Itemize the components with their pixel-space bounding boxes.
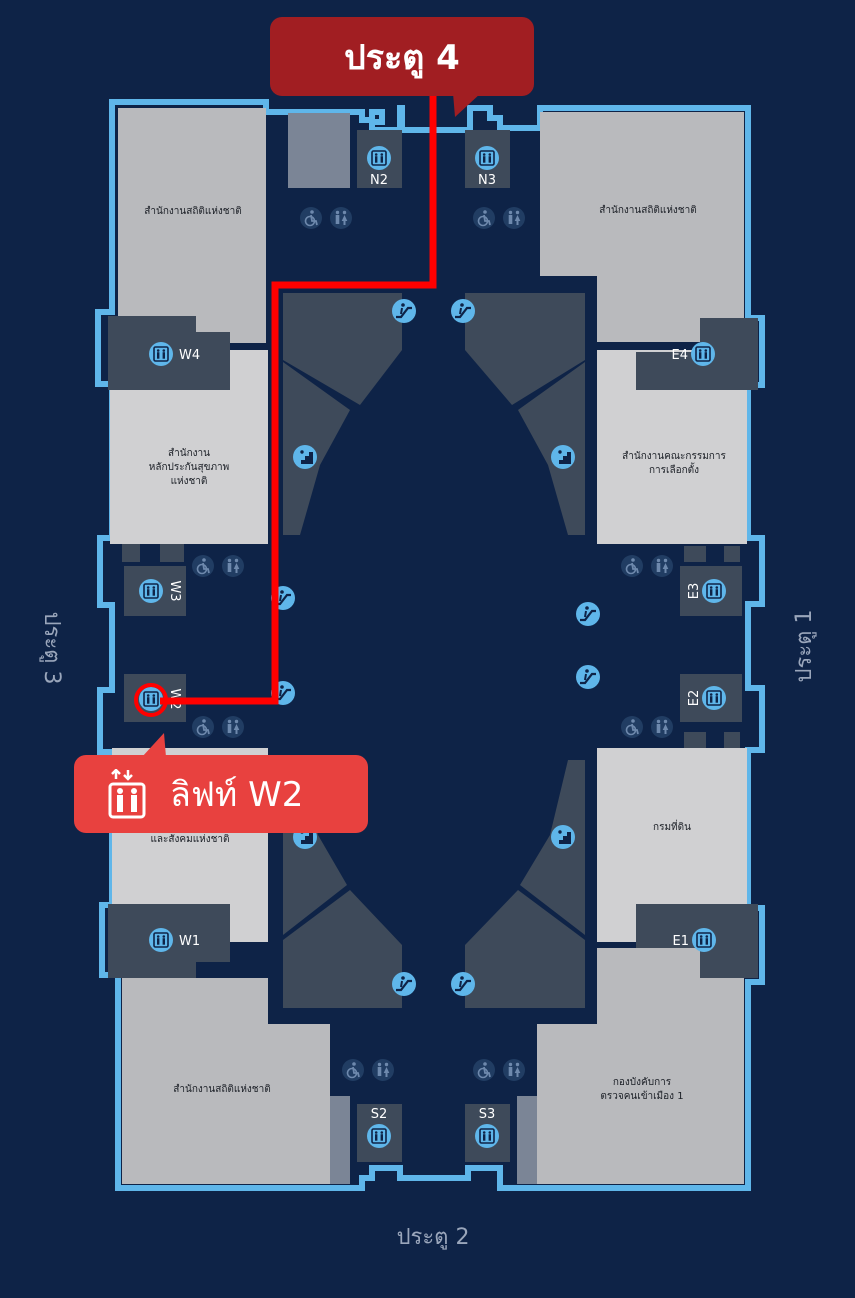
lift-icon-w1	[148, 927, 174, 953]
core-w3-top	[122, 544, 140, 562]
stairs-icon	[293, 445, 317, 469]
core-w3-top2	[160, 544, 184, 562]
wheelchair-icon	[191, 554, 215, 578]
lift-callout: ลิฟท์ W2	[74, 733, 368, 833]
room-label-e-upper-2: การเลือกตั้ง	[649, 462, 699, 476]
lift-icon-e1	[691, 927, 717, 953]
gate-label-west: ประตู 3	[39, 612, 64, 685]
core-e3-top2	[724, 546, 740, 562]
room-label-e-lower: กรมที่ดิน	[653, 819, 691, 833]
route-destination-marker	[134, 683, 168, 717]
lift-icon-e3	[701, 578, 727, 604]
core-e2-bot2	[724, 732, 740, 748]
restroom-icon	[651, 555, 673, 577]
room-nw	[118, 108, 266, 343]
room-label-sw: สำนักงานสถิติแห่งชาติ	[173, 1084, 270, 1095]
restroom-icon	[222, 555, 244, 577]
escalator-icon	[449, 297, 477, 325]
stairs-icon	[551, 825, 575, 849]
restroom-icon	[503, 207, 525, 229]
lift-callout-label: ลิฟท์ W2	[170, 775, 304, 815]
room-label-e-upper-1: สำนักงานคณะกรรมการ	[622, 451, 726, 462]
lift-label-n3: N3	[478, 173, 496, 188]
wheelchair-icon	[472, 206, 496, 230]
lift-label-e3: E3	[687, 583, 702, 600]
lift-label-n2: N2	[370, 173, 388, 188]
strip-sw	[330, 1096, 350, 1184]
building-outline	[95, 99, 765, 1191]
room-label-nw: สำนักงานสถิติแห่งชาติ	[144, 206, 241, 217]
room-label-se-1: กองบังคับการ	[613, 1077, 672, 1088]
stairs-icon	[551, 445, 575, 469]
room-label-ne: สำนักงานสถิติแห่งชาติ	[599, 205, 696, 216]
lift-icon-w2	[138, 686, 164, 712]
wheelchair-icon	[620, 554, 644, 578]
escalator-icon	[574, 600, 602, 628]
wheelchair-icon	[472, 1058, 496, 1082]
core-nw-dark	[288, 113, 350, 188]
wheelchair-icon	[191, 715, 215, 739]
room-sw	[122, 978, 330, 1184]
wheelchair-icon	[341, 1058, 365, 1082]
room-label-se-2: ตรวจคนเข้าเมือง 1	[600, 1090, 683, 1102]
lift-label-w3: W3	[167, 580, 182, 601]
atrium-slab-sw	[283, 890, 402, 1008]
atrium-slab-ne	[465, 293, 585, 405]
lift-label-s2: S2	[371, 1107, 388, 1122]
atrium-wing-ene	[518, 362, 585, 535]
escalator-icon	[574, 663, 602, 691]
lift-icon-e4	[690, 341, 716, 367]
room-label-w-upper-3: แห่งชาติ	[171, 476, 208, 487]
lift-icon-n2	[366, 145, 392, 171]
lift-label-w1: W1	[179, 934, 200, 949]
restroom-icon	[651, 716, 673, 738]
lift-label-w4: W4	[179, 348, 200, 363]
lift-icon-n3	[474, 145, 500, 171]
room-label-w-upper-1: สำนักงาน	[168, 448, 210, 459]
lift-icon	[108, 769, 146, 819]
atrium-slab-se	[465, 890, 585, 1008]
restroom-icon	[372, 1059, 394, 1081]
atrium-wing-wnw	[283, 362, 350, 535]
lift-label-e2: E2	[687, 690, 702, 707]
wheelchair-icon	[299, 206, 323, 230]
room-ne	[540, 112, 744, 342]
room-label-w-lower: และสังคมแห่งชาติ	[150, 834, 229, 845]
core-e2-bot	[684, 732, 706, 748]
destination-callout-label: ประตู 4	[344, 37, 460, 78]
lift-label-s3: S3	[479, 1107, 496, 1122]
atrium-wing-ese	[520, 760, 585, 935]
strip-se	[517, 1096, 537, 1184]
atrium-slab-nw	[283, 293, 402, 405]
destination-callout: ประตู 4	[270, 17, 534, 117]
restroom-icon	[503, 1059, 525, 1081]
room-se	[537, 948, 744, 1184]
room-label-w-upper-2: หลักประกันสุขภาพ	[149, 462, 230, 473]
wheelchair-icon	[620, 715, 644, 739]
restroom-icon	[222, 716, 244, 738]
lift-icon-e2	[701, 685, 727, 711]
gate-label-east: ประตู 1	[792, 610, 817, 683]
escalator-icon	[390, 297, 418, 325]
gate-label-south: ประตู 2	[397, 1225, 470, 1250]
lift-icon-s2	[366, 1123, 392, 1149]
core-e3-top	[684, 546, 706, 562]
restroom-icon	[330, 207, 352, 229]
lift-icon-w3	[138, 578, 164, 604]
escalator-icon	[449, 970, 477, 998]
lift-icon-s3	[474, 1123, 500, 1149]
escalator-icon	[390, 970, 418, 998]
lift-label-e4: E4	[672, 348, 689, 363]
lift-icon-w4	[148, 341, 174, 367]
route-path	[160, 90, 437, 705]
lift-label-e1: E1	[673, 934, 690, 949]
